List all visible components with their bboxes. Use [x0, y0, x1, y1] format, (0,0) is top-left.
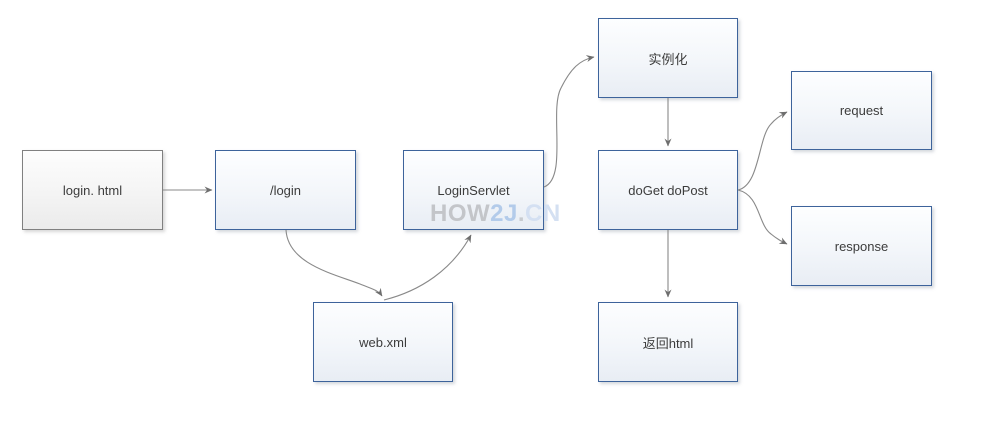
node-doget-dopost: doGet doPost: [598, 150, 738, 230]
node-label: /login: [269, 182, 302, 198]
arrow-doget-to-response: [737, 189, 788, 245]
node-label: 返回html: [642, 335, 694, 351]
arrow-webxml-to-loginservlet: [383, 234, 472, 301]
node-label: login. html: [62, 182, 123, 198]
node-label: 实例化: [648, 51, 688, 67]
node-label: web.xml: [359, 334, 407, 350]
node-web-xml: web.xml: [313, 302, 453, 382]
node-response: response: [791, 206, 932, 286]
node-instantiate: 实例化: [598, 18, 738, 98]
node-return-html: 返回html: [598, 302, 738, 382]
node-label: response: [834, 238, 889, 254]
arrow-doget-to-request: [737, 111, 788, 191]
node-label: request: [839, 103, 884, 118]
node-login-html: login. html: [22, 150, 163, 230]
arrow-login-to-webxml: [285, 229, 383, 297]
node-label: LoginServlet: [437, 182, 510, 198]
node-login-url: /login: [215, 150, 356, 230]
node-label: doGet doPost: [628, 182, 708, 198]
node-request: request: [791, 71, 932, 150]
node-login-servlet: LoginServlet: [403, 150, 544, 230]
arrow-loginservlet-to-instantiate: [543, 55, 595, 188]
